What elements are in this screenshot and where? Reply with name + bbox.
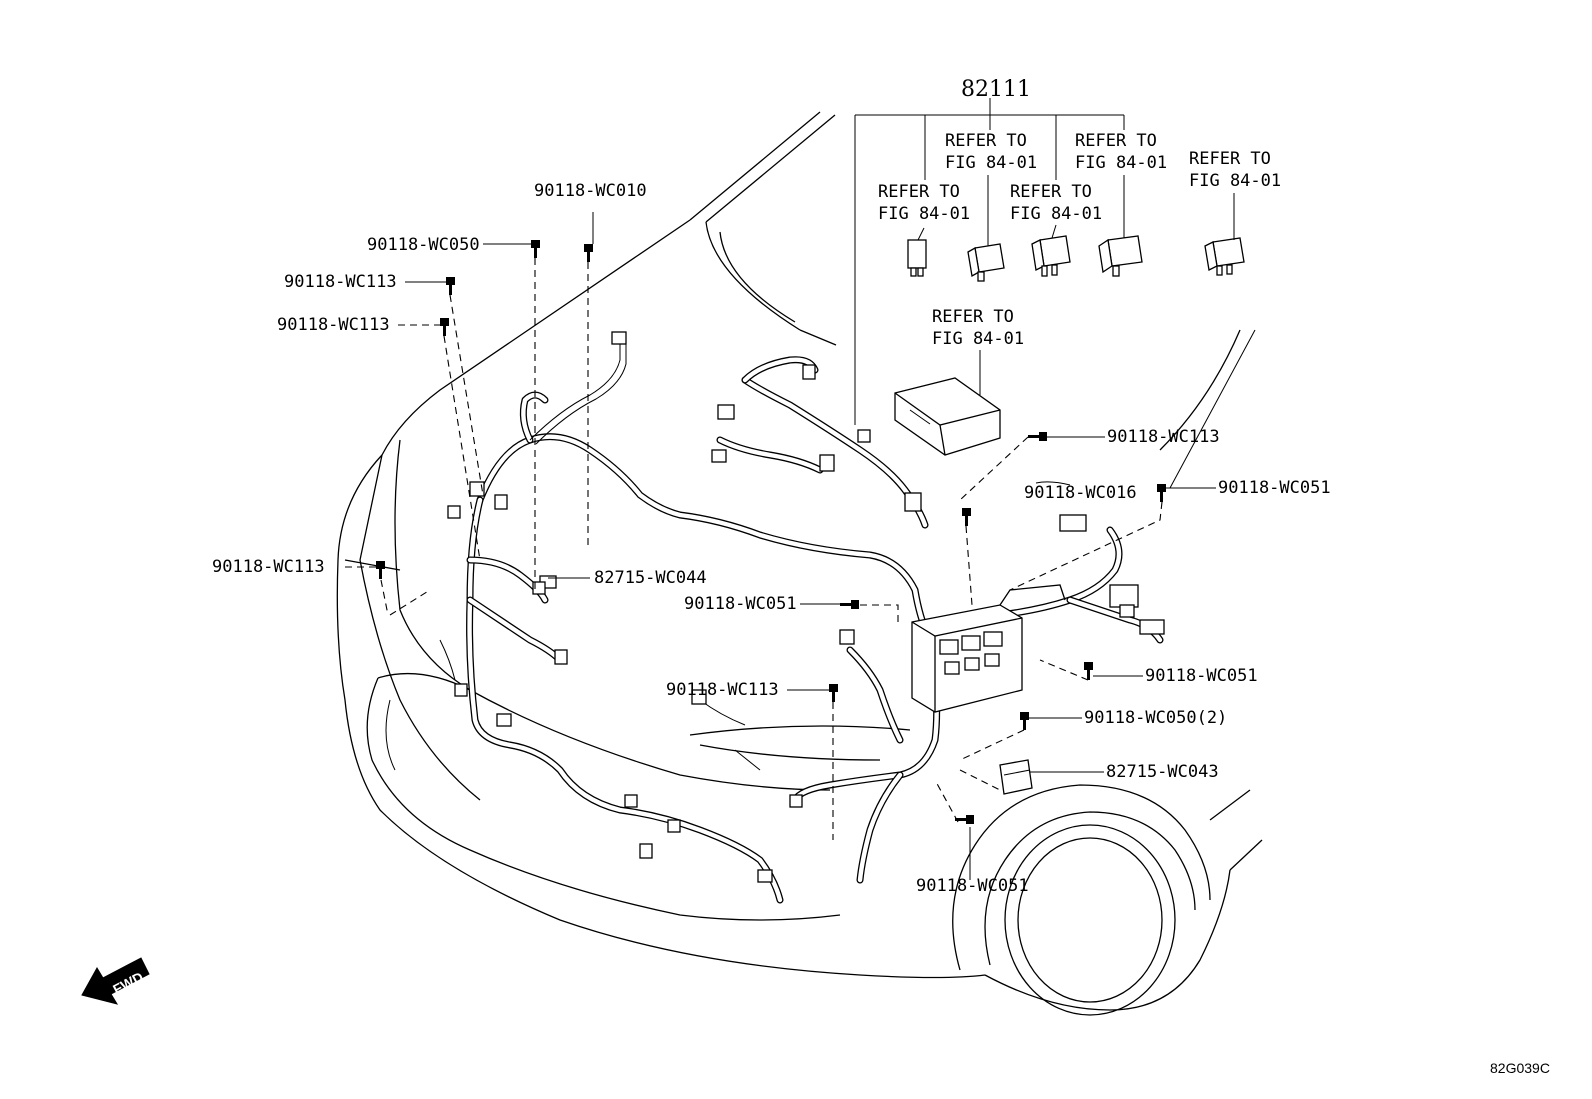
cover-ref-line1: REFER TO bbox=[932, 307, 1014, 327]
callout-90118-wc113-b: 90118-WC113 bbox=[277, 315, 390, 335]
relay-ref-1-line2: FIG 84-01 bbox=[878, 204, 970, 224]
bolt-icon bbox=[829, 684, 838, 702]
callout-82715-wc043: 82715-WC043 bbox=[1106, 762, 1219, 782]
callout-90118-wc113-left: 90118-WC113 bbox=[212, 557, 325, 577]
relay-icon bbox=[1031, 235, 1071, 277]
bolt-icon bbox=[840, 600, 859, 609]
relay-ref-5-line2: FIG 84-01 bbox=[1189, 171, 1281, 191]
callout-90118-wc113-a: 90118-WC113 bbox=[284, 272, 397, 292]
bolt-icon bbox=[446, 277, 455, 295]
relay-ref-4-line1: REFER TO bbox=[1075, 131, 1157, 151]
bolt-icon bbox=[1157, 484, 1166, 502]
bolt-icon bbox=[376, 561, 385, 579]
callout-90118-wc051-box: 90118-WC051 bbox=[1145, 666, 1258, 686]
callout-90118-wc051-right: 90118-WC051 bbox=[1218, 478, 1331, 498]
relay-ref-5-line1: REFER TO bbox=[1189, 149, 1271, 169]
relay-ref-2-line2: FIG 84-01 bbox=[945, 153, 1037, 173]
callout-90118-wc050: 90118-WC050 bbox=[367, 235, 480, 255]
callout-90118-wc016: 90118-WC016 bbox=[1024, 483, 1137, 503]
bolt-icon bbox=[1084, 662, 1093, 680]
relay-icon bbox=[1204, 237, 1245, 276]
bolt-icon bbox=[1020, 712, 1029, 730]
callout-90118-wc050-2: 90118-WC050(2) bbox=[1084, 708, 1227, 728]
relay-ref-2-line1: REFER TO bbox=[945, 131, 1027, 151]
relay-block-cover bbox=[894, 377, 1001, 456]
engine-room-wire-harness bbox=[439, 340, 1164, 904]
vehicle-body-outline bbox=[336, 111, 1263, 1016]
relay-ref-3-line1: REFER TO bbox=[1010, 182, 1092, 202]
relay-ref-4-line2: FIG 84-01 bbox=[1075, 153, 1167, 173]
harness-connectors bbox=[447, 331, 1165, 883]
figure-code: 82G039C bbox=[1490, 1060, 1550, 1076]
clamp-icon bbox=[532, 581, 546, 595]
main-part-number: 82111 bbox=[961, 77, 1031, 102]
bolt-icon bbox=[440, 318, 449, 336]
relay-ref-1-line1: REFER TO bbox=[878, 182, 960, 202]
fuse-icon bbox=[907, 239, 927, 277]
relay-block-box bbox=[911, 584, 1066, 713]
callout-90118-wc113-right: 90118-WC113 bbox=[1107, 427, 1220, 447]
part-labels: 82111 REFER TO FIG 84-01 REFER TO FIG 84… bbox=[212, 77, 1550, 1076]
bolt-icon bbox=[584, 244, 593, 262]
bolt-icon bbox=[1028, 432, 1047, 441]
callout-90118-wc051-mid: 90118-WC051 bbox=[684, 594, 797, 614]
fwd-arrow-icon: FWD bbox=[81, 957, 150, 1005]
bolt-icon bbox=[955, 815, 974, 824]
clamp-icon bbox=[999, 759, 1033, 795]
bolts bbox=[376, 240, 1166, 824]
relay-icon bbox=[1098, 235, 1143, 277]
callout-90118-wc051-bottom: 90118-WC051 bbox=[916, 876, 1029, 896]
cover-ref-line2: FIG 84-01 bbox=[932, 329, 1024, 349]
relay-ref-3-line2: FIG 84-01 bbox=[1010, 204, 1102, 224]
callout-90118-wc113-mid: 90118-WC113 bbox=[666, 680, 779, 700]
callout-90118-wc010: 90118-WC010 bbox=[534, 181, 647, 201]
relay-icon bbox=[967, 243, 1005, 282]
callout-82715-wc044: 82715-WC044 bbox=[594, 568, 707, 588]
leader-lines bbox=[345, 98, 1256, 880]
bolt-icon bbox=[962, 508, 971, 526]
bolt-icon bbox=[531, 240, 540, 258]
installation-dashed-lines bbox=[380, 258, 1163, 840]
